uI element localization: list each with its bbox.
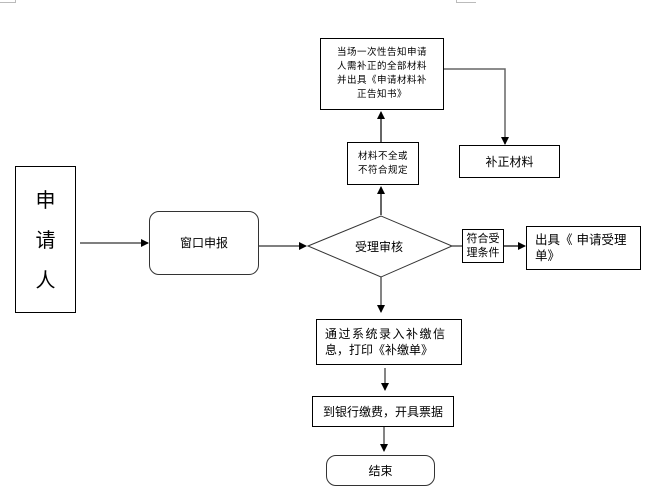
issue-acceptance-line-2: 单》 (535, 248, 561, 263)
arrow-notify-to-supplement (444, 68, 509, 145)
window-submit-box: 窗口申报 (149, 211, 259, 275)
incomplete-condition-box: 材料不全或 不符合规定 (347, 142, 419, 185)
review-label: 受理审核 (355, 240, 404, 254)
notify-line-2: 人需补正的全部材料 (336, 61, 427, 72)
end-box: 结束 (326, 455, 435, 486)
applicant-char-3: 人 (35, 267, 56, 292)
system-entry-line-2: 息，打印《补缴单》 (325, 343, 434, 357)
notify-line-4: 正告知书》 (356, 89, 407, 100)
page-corner-mark-left (0, 0, 16, 3)
page-corner-mark-right (456, 0, 476, 3)
notify-supplement-box: 当场一次性告知申请 人需补正的全部材料 并出具《申请材料补 正告知书》 (320, 38, 444, 110)
bank-payment-box: 到银行缴费，开具票据 (312, 396, 454, 427)
supplement-materials-box: 补正材料 (459, 145, 560, 178)
notify-line-1: 当场一次性告知申请 (336, 47, 427, 58)
applicant-box: 申 请 人 (15, 166, 76, 313)
applicant-char-1: 申 (35, 187, 56, 212)
notify-line-3: 并出具《申请材料补 (336, 75, 427, 86)
meets-condition-line-2: 理条件 (466, 246, 500, 259)
end-label: 结束 (368, 463, 393, 478)
system-entry-line-1: 通过系统录入补缴信 (325, 327, 447, 341)
issue-acceptance-line-1: 出具《 申请受理 (535, 232, 627, 247)
meets-condition-box: 符合受 理条件 (462, 229, 504, 263)
bank-payment-label: 到银行缴费，开具票据 (322, 404, 443, 419)
window-submit-label: 窗口申报 (179, 236, 228, 250)
system-entry-box: 通过系统录入补缴信 息，打印《补缴单》 (316, 319, 462, 365)
incomplete-condition-line-1: 材料不全或 (357, 150, 408, 162)
applicant-char-2: 请 (35, 227, 56, 252)
incomplete-condition-line-2: 不符合规定 (357, 164, 408, 176)
meets-condition-line-1: 符合受 (466, 232, 500, 245)
issue-acceptance-box: 出具《 申请受理 单》 (526, 226, 641, 270)
supplement-materials-label: 补正材料 (485, 154, 534, 169)
